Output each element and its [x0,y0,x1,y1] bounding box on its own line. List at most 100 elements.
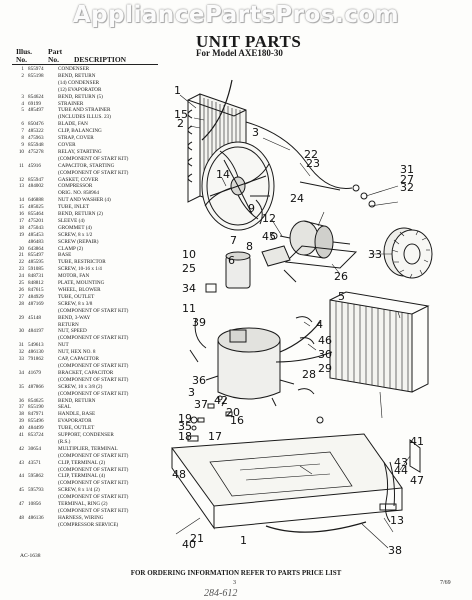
callout-29: 29 [318,362,332,375]
part-number: 486130 [28,349,44,356]
part-description: SCREW, 8 x 1/2 [58,231,93,238]
part-description: (14) CONDENSER [58,79,100,86]
callout-26: 26 [334,270,348,283]
part-description: CLIP, TERMINAL (4) [58,473,106,480]
ordering-footer: FOR ORDERING INFORMATION REFER TO PARTS … [130,569,342,577]
part-description: CLIP, BALANCING [58,128,102,135]
illus-number: 11 [19,162,24,169]
part-number: 41679 [28,369,41,376]
compressor [205,321,333,407]
parts-row: (INCLUDES ILLUS. 23) [14,114,164,121]
part-description: GASKET, COVER [58,176,99,183]
mount-hardware [187,416,324,442]
illus-number: 44 [18,473,24,480]
tube-and-strainer [189,317,207,363]
illus-number: 13 [18,183,24,190]
col-no: No. [16,55,28,64]
part-number: 487866 [28,383,44,390]
part-description: TUBE, RESTRICTOR [58,259,106,266]
callout-37: 37 [194,398,208,411]
part-description: TERMINAL, RING (2) [58,501,108,508]
part-description: SEAL [58,404,71,411]
part-number: 475278 [28,148,44,155]
part-description: (INCLUDES ILLUS. 23) [58,114,111,121]
illus-number: 23 [18,266,24,273]
part-description: (COMPONENT OF START KIT) [58,480,129,487]
part-description: (COMPONENT OF START KIT) [58,508,129,514]
part-description: STRAP, COVER [58,135,94,142]
parts-row: (14) CONDENSER [14,80,164,87]
part-description: SUPPORT, CONDENSER [58,432,114,439]
illus-number: 29 [18,314,24,321]
part-number: 549613 [28,342,44,349]
callout-3: 3 [252,126,259,139]
illus-number: 25 [18,280,24,287]
page-number: 3 [233,580,236,586]
illus-number: 38 [18,411,24,418]
part-description: BEND, RETURN [58,72,96,79]
callout-33: 33 [368,248,382,261]
parts-row: (COMPONENT OF START KIT) [14,335,164,342]
part-description: GROMMET (4) [58,224,92,231]
illus-number: 24 [18,273,24,280]
part-number: 855947 [28,176,44,183]
part-description: CAP, CAPACITOR [58,356,99,363]
parts-row: (COMPONENT OF START KIT) [14,308,164,315]
part-number: 855190 [28,404,44,411]
header-rule [12,64,158,65]
illus-number: 21 [18,252,24,259]
part-description: (COMPONENT OF START KIT) [58,307,129,314]
wiring-harness [379,461,397,523]
parts-row: 12 855947 GASKET, COVER [14,177,164,184]
part-description: MULTIPLIER, TERMINAL [58,445,118,452]
part-number: 484002 [28,183,44,190]
part-description: (COMPRESSOR SERVICE) [58,521,119,528]
illus-number: 1 [21,66,24,72]
col-description: DESCRIPTION [74,55,127,64]
part-number: 855974 [28,66,44,72]
parts-row: (COMPONENT OF START KIT) [14,494,164,501]
part-number: 791862 [28,356,44,363]
part-number: 854624 [28,93,44,100]
illus-number: 30 [18,328,24,335]
leader-lines [175,94,411,549]
callout-47: 47 [410,474,424,487]
callout-41: 41 [410,435,424,448]
callout-48: 48 [172,468,186,481]
part-description: (COMPONENT OF START KIT) [58,335,129,342]
parts-row: (COMPONENT OF START KIT) [14,391,164,398]
callout-4: 4 [316,318,323,331]
callout-40: 40 [182,538,196,551]
col-illus: Illus. [16,47,33,56]
illus-number: 9 [21,141,24,148]
illus-number: 40 [18,425,24,432]
illus-number: 39 [18,418,24,425]
callout-43: 43 [394,456,408,469]
cover [250,195,270,225]
part-description: NUT, SPEED [58,328,87,335]
illus-number: 26 [18,287,24,293]
illus-number: 33 [18,356,24,363]
callout-5: 5 [338,290,345,303]
part-description: COVER [58,141,76,148]
part-number: 485322 [28,128,44,135]
illus-number: 45 [18,487,24,494]
part-description: BEND, RETURN (5) [58,93,103,100]
callout-36: 36 [192,374,206,387]
part-description: COMPRESSOR [58,183,93,190]
illus-number: 12 [18,176,24,183]
